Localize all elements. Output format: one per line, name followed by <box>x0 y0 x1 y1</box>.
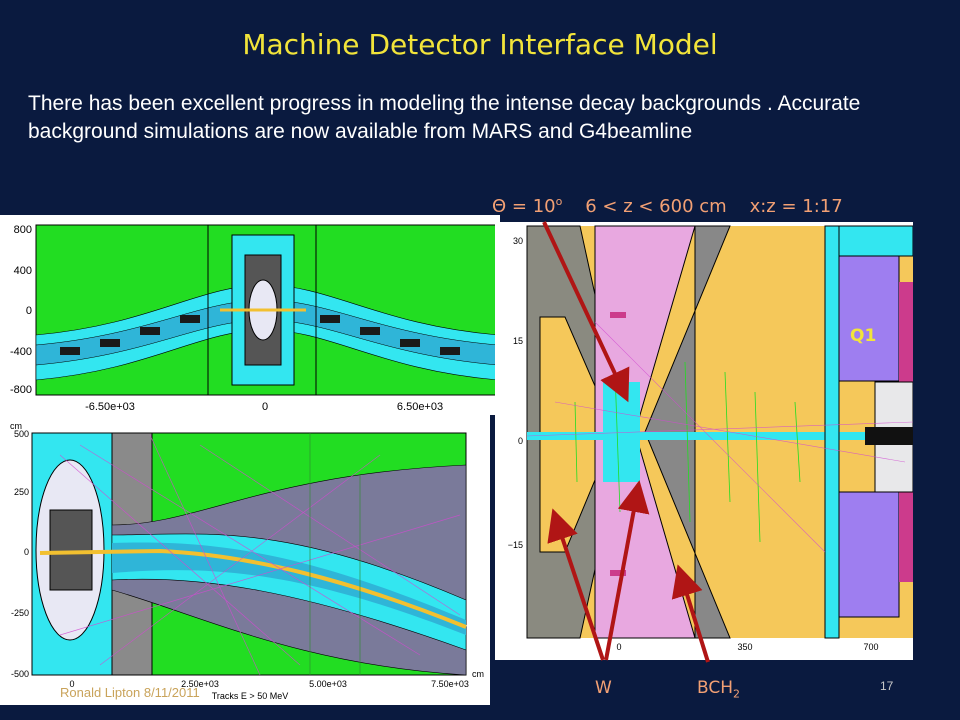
tick-x-right-0: 0 <box>616 642 621 652</box>
plot-top-left-svg: 800 400 0 -400 -800 -6.50e+03 0 6.50e+03 <box>10 224 499 413</box>
plot-top-left: 800 400 0 -400 -800 -6.50e+03 0 6.50e+03 <box>0 215 500 415</box>
tick-y-right-0: 30 <box>513 236 523 246</box>
figure-caption: Θ = 10o 6 < z < 600 cm x:z = 1:17 <box>492 195 843 217</box>
slide-number: 17 <box>880 679 894 693</box>
bottom-plot-y-unit: cm <box>10 421 22 431</box>
q1-label: Q1 <box>850 326 877 346</box>
plot-right-detail-svg: 30 15 0 −15 0 350 700 <box>508 225 914 652</box>
tick-y-top-0: 800 <box>14 224 32 236</box>
caption-theta: Θ = 10 <box>492 196 556 217</box>
tick-x-right-1: 350 <box>737 642 752 652</box>
plot-bottom-left-svg: cm 500 250 0 -250 -500 0 2.50e+03 5.00e+… <box>10 421 484 701</box>
footer-author-date: Ronald Lipton 8/11/2011 <box>60 685 200 700</box>
tick-y-bot-3: -250 <box>11 608 29 618</box>
label-bch: BCH <box>697 678 734 698</box>
tick-y-bot-2: 0 <box>24 547 29 557</box>
label-bch-sub: 2 <box>733 687 741 701</box>
label-w: W <box>595 678 612 698</box>
slide-title: Machine Detector Interface Model <box>242 28 718 61</box>
bottom-plot-x-unit: cm <box>472 669 484 679</box>
plot-right-detail: 30 15 0 −15 0 350 700 <box>495 222 914 660</box>
tick-x-top-1: 0 <box>262 401 268 413</box>
caption-scale: x:z = 1:17 <box>749 196 843 217</box>
tick-y-right-3: −15 <box>508 540 523 550</box>
label-bch2: BCH2 <box>697 678 740 700</box>
tick-x-top-2: 6.50e+03 <box>397 401 443 413</box>
tick-y-top-2: 0 <box>26 305 32 317</box>
tick-y-bot-1: 250 <box>14 487 29 497</box>
plot-bottom-left: cm 500 250 0 -250 -500 0 2.50e+03 5.00e+… <box>0 415 490 705</box>
slide-body-text: There has been excellent progress in mod… <box>28 92 861 143</box>
tick-y-top-3: -400 <box>10 346 32 358</box>
bottom-plot-x-caption: Tracks E > 50 MeV <box>212 691 288 701</box>
tick-y-bot-4: -500 <box>11 669 29 679</box>
tick-x-right-2: 700 <box>863 642 878 652</box>
tick-y-top-1: 400 <box>14 265 32 277</box>
tick-x-bot-1: 2.50e+03 <box>181 679 219 689</box>
caption-z-range: 6 < z < 600 cm <box>585 196 727 217</box>
tick-y-right-1: 15 <box>513 336 523 346</box>
tick-x-bot-2: 5.00e+03 <box>309 679 347 689</box>
tick-x-bot-0: 0 <box>69 679 74 689</box>
tick-y-top-4: -800 <box>10 384 32 396</box>
caption-degree: o <box>555 195 563 208</box>
tick-y-bot-0: 500 <box>14 429 29 439</box>
tick-x-top-0: -6.50e+03 <box>85 401 135 413</box>
tick-y-right-2: 0 <box>518 436 523 446</box>
tick-x-bot-3: 7.50e+03 <box>431 679 469 689</box>
